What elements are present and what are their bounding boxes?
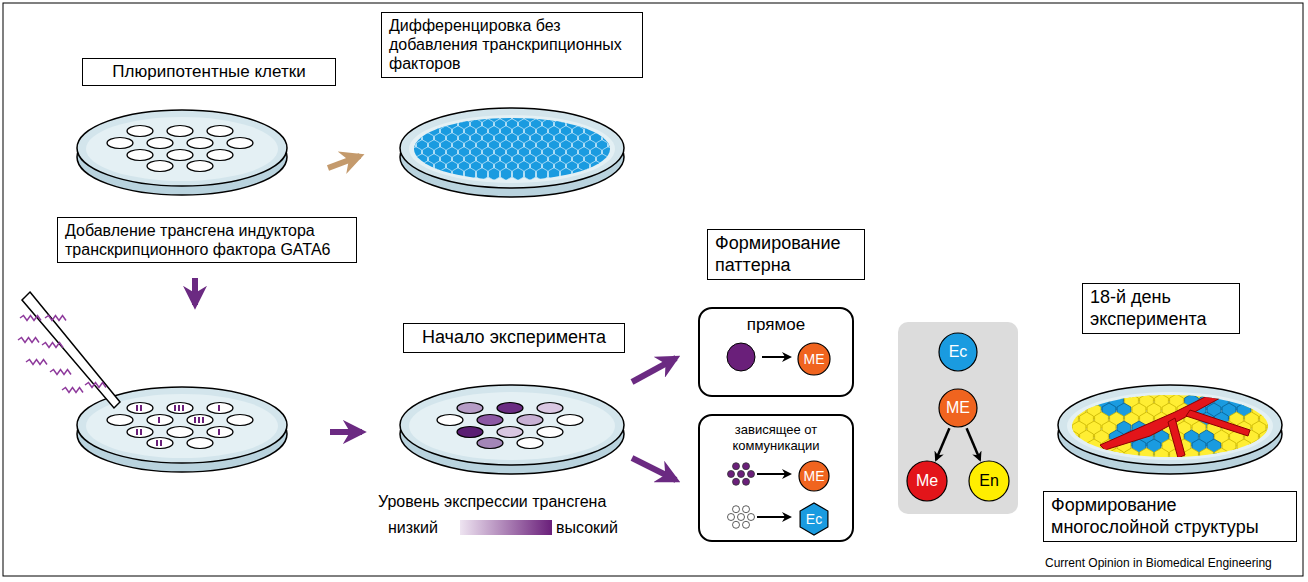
level-bar — [460, 520, 552, 535]
figure-frame — [3, 3, 1303, 576]
node-text: Ec — [949, 342, 968, 361]
petri-dish — [77, 110, 287, 195]
process-arrow — [192, 278, 198, 305]
scale-label: Уровень экспрессии трансгена — [378, 493, 606, 511]
node-text: Формирование паттерна — [715, 233, 857, 276]
node-text: Дифференцировка без добавления транскрип… — [389, 16, 635, 74]
node-text: 18-й день эксперимента — [1090, 287, 1232, 330]
node-text: ME — [804, 351, 825, 368]
label-box: Формирование паттерна — [707, 229, 865, 280]
petri-dish — [400, 108, 626, 197]
node-text: прямое — [704, 315, 848, 335]
label-box: Плюрипотентные клетки — [82, 58, 336, 86]
node-text: En — [979, 471, 999, 490]
petri-dish — [400, 385, 624, 474]
node-text: Формирование многослойной структуры — [1051, 495, 1289, 538]
node-text: ME — [804, 468, 825, 485]
label-box: Начало эксперимента — [403, 323, 625, 353]
label-box: 18-й день эксперимента — [1082, 283, 1240, 334]
label-box: Формирование многослойной структуры — [1043, 491, 1297, 542]
pipette — [18, 292, 120, 408]
cell-type-circle: Ec — [938, 332, 978, 372]
process-arrow — [632, 358, 676, 382]
cell-type-circle: Ec — [797, 502, 831, 536]
node-text: ME — [946, 398, 970, 417]
label-box: Дифференцировка без добавления транскрип… — [381, 12, 643, 78]
label-box: Добавление трансгена индуктора транскрип… — [57, 217, 357, 263]
lineage-arrow — [967, 428, 980, 460]
cell-type-circle: ME — [938, 388, 978, 428]
caption: Current Opinion in Biomedical Engineerin… — [1045, 556, 1272, 570]
petri-dish — [1057, 385, 1288, 474]
cell-type-circle: ME — [798, 460, 830, 492]
cell-type-circle: En — [968, 460, 1010, 502]
pattern-box: зависящее от коммуникацииME Ec — [698, 414, 854, 542]
cell-type-circle: ME — [797, 342, 831, 376]
scale-label: низкий — [388, 519, 438, 537]
process-arrow — [632, 458, 676, 480]
node-text: Начало эксперимента — [411, 327, 617, 349]
node-text: Me — [916, 471, 938, 490]
connectors — [936, 428, 980, 460]
pattern-box: прямоеME — [698, 307, 854, 397]
node-text: Добавление трансгена индуктора транскрип… — [65, 221, 349, 259]
process-arrow — [330, 429, 362, 435]
process-arrow — [328, 156, 360, 168]
scale-label: высокий — [556, 519, 618, 537]
node-text: Ec — [806, 511, 822, 528]
node-text: Плюрипотентные клетки — [90, 62, 328, 82]
node-text: зависящее от коммуникации — [704, 422, 848, 453]
lineage-panel — [898, 322, 1018, 514]
lineage-arrow — [936, 428, 949, 460]
cell-type-circle: Me — [906, 460, 948, 502]
